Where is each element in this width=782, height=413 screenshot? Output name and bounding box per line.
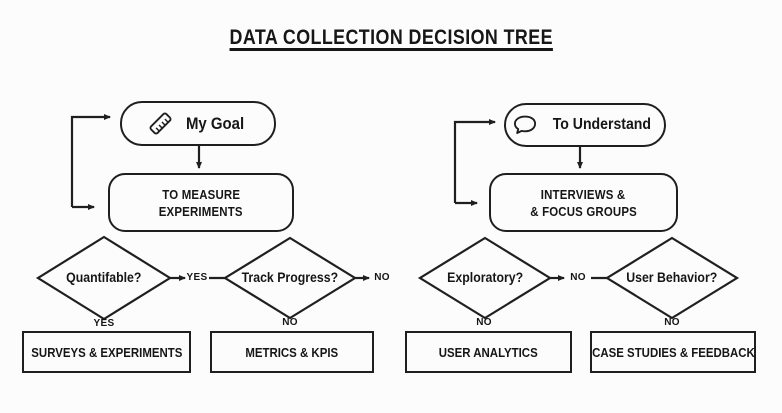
page-title-text: DATA COLLECTION DECISION TREE [229, 26, 553, 49]
outcome-label: CASE STUDIES & FEEDBACK [591, 344, 755, 360]
down-branch-label-no: NO [664, 317, 680, 328]
outcome-label: SURVEYS & EXPERIMENTS [30, 344, 183, 360]
question-text: Quantifable? [66, 269, 142, 285]
method-line-2: & FOCUS GROUPS [530, 203, 637, 219]
speech-bubble-icon [513, 115, 537, 135]
question-text: Exploratory? [446, 269, 523, 285]
goal-node-my-goal: My Goal [120, 101, 276, 146]
decision-question-user-behavior: User Behavior? [602, 269, 742, 285]
question-text: User Behavior? [626, 269, 718, 285]
decision-question-quantifable: Quantifable? [34, 269, 174, 285]
method-line-1: TO MEASURE [162, 186, 240, 202]
outcome-label: METRICS & KPIS [245, 344, 339, 360]
question-text: Track Progress? [241, 269, 339, 285]
page-title: DATA COLLECTION DECISION TREE [0, 26, 782, 50]
method-node-measure: TO MEASURE EXPERIMENTS [108, 173, 294, 232]
branch-label-no: NO [570, 272, 586, 283]
down-branch-label-no: NO [476, 317, 492, 328]
outcome-node-surveys-experiments: SURVEYS & EXPERIMENTS [22, 331, 191, 373]
method-node-interviews: INTERVIEWS & & FOCUS GROUPS [489, 173, 678, 232]
branch-label-no: NO [374, 272, 390, 283]
left-loop-arrow-to-goal [70, 114, 111, 207]
method-line-1: INTERVIEWS & [541, 186, 626, 202]
outcome-node-case-studies-feedback: CASE STUDIES & FEEDBACK [590, 331, 756, 373]
goal-label: To Understand [552, 116, 651, 133]
outcome-node-user-analytics: USER ANALYTICS [405, 331, 572, 373]
down-branch-label-yes: YES [93, 318, 115, 329]
goal-node-to-understand: To Understand [504, 103, 666, 147]
down-branch-label-no: NO [282, 317, 298, 328]
outcome-label: USER ANALYTICS [439, 344, 538, 360]
ruler-icon [148, 111, 173, 136]
decision-question-track-progress: Track Progress? [220, 269, 360, 285]
outcome-node-metrics-kpis: METRICS & KPIS [210, 331, 374, 373]
decision-question-exploratory: Exploratory? [415, 269, 555, 285]
method-line-2: EXPERIMENTS [159, 203, 243, 219]
goal-label: My Goal [185, 113, 245, 133]
branch-label-yes: YES [186, 272, 208, 283]
